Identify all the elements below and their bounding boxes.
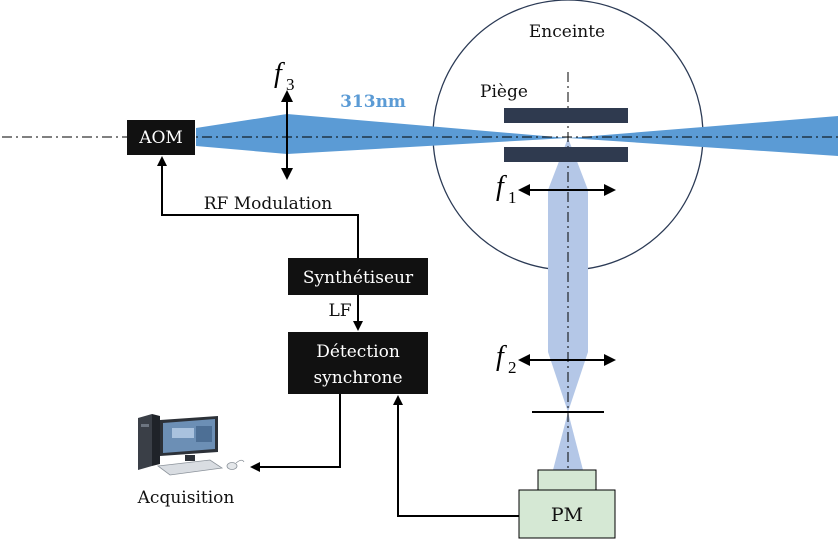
rf-modulation-wire [157, 156, 359, 258]
lens-f2-symbol: f [496, 341, 507, 372]
lens-f3-label: f 3 [274, 58, 295, 94]
pm-box [518, 489, 616, 539]
lens-f1-index: 1 [508, 188, 517, 207]
desktop-computer-icon [138, 414, 245, 476]
acquisition-label: Acquisition [137, 488, 235, 508]
aom-box [127, 120, 195, 155]
pm-top-box [537, 469, 597, 491]
lens-f2-label: f 2 [496, 341, 517, 377]
lf-label: LF [328, 301, 351, 321]
lockin-label-line2: synchrone [313, 368, 402, 388]
lockin-detection-box [288, 332, 428, 394]
trap-plate-bottom [504, 147, 628, 162]
lens-f1-label: f 1 [496, 171, 517, 207]
lens-f2-index: 2 [508, 358, 517, 377]
acquisition-wire [250, 394, 341, 472]
synthesizer-box [288, 258, 428, 295]
trap-plate-top [504, 108, 628, 123]
lens-f1-symbol: f [496, 171, 507, 202]
pm-signal-wire [393, 395, 519, 517]
synthesizer-label: Synthétiseur [303, 268, 414, 288]
lens-f3-index: 3 [286, 75, 295, 94]
aom-label: AOM [138, 128, 183, 148]
enceinte-label: Enceinte [529, 22, 605, 42]
lens-f3-symbol: f [274, 58, 285, 89]
rf-modulation-label: RF Modulation [204, 194, 333, 214]
pm-label: PM [551, 504, 583, 526]
wavelength-label: 313nm [340, 92, 406, 112]
trap-label: Piège [480, 82, 528, 102]
lockin-label-line1: Détection [316, 342, 400, 362]
